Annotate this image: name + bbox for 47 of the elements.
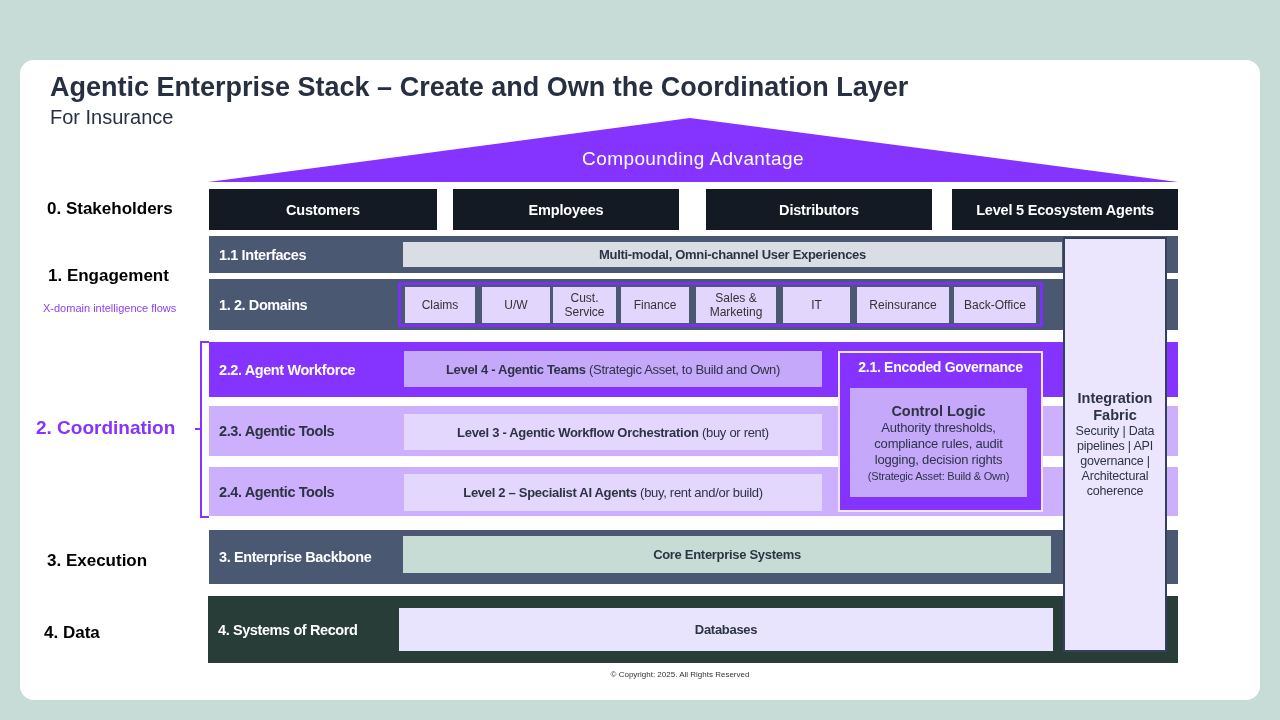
stakeholder-box: Distributors [706,189,932,230]
column-heading: Integration Fabric [1076,390,1154,424]
layer-label: 1. Engagement [48,266,169,286]
column-description: Security | Data pipelines | API governance | Architectural coherence [1074,424,1156,499]
control-logic-box [850,388,1027,497]
domain-box: Sales & Marketing [696,287,776,323]
box-note: (Strategic Asset: Build & Own) [867,468,1010,484]
integration-fabric-column [1063,237,1167,652]
stakeholder-box: Customers [209,189,437,230]
band-label: 2.3. Agentic Tools [219,422,335,440]
box-description: Authority thresholds, compliance rules, audit logging, decision rights [873,419,1004,468]
layer-label: 3. Execution [47,551,148,571]
layer-content-box: Multi-modal, Omni-channel User Experiences [403,242,1062,267]
layer-content-box: Level 2 – Specialist AI Agents (buy, rent and/or build) [404,474,822,511]
domain-box: Finance [621,287,689,323]
domain-box: Claims [405,287,475,323]
layer-band [209,236,1178,273]
layer-label: 2. Coordination [36,416,176,439]
layer-label: 4. Data [44,623,100,643]
panel-title: 2.1. Encoded Governance [858,358,1023,376]
banner-text: Compounding Advantage [582,147,804,171]
domain-box: U/W [482,287,550,323]
page-title: Agentic Enterprise Stack – Create and Own the Coordination Layer [50,71,909,103]
layer-content-box: Level 4 - Agentic Teams (Strategic Asset, to Build and Own) [404,351,822,387]
band-label: 2.2. Agent Workforce [219,361,356,379]
layer-band [208,596,1178,663]
stakeholder-box: Employees [453,189,679,230]
domain-box: Cust. Service [553,287,616,323]
band-label: 1.1 Interfaces [219,246,307,264]
group-frame [398,282,1043,327]
layer-content-box: Level 3 - Agentic Workflow Orchestration (buy or rent) [404,414,822,450]
box-heading: Control Logic [891,401,986,420]
layer-label: 0. Stakeholders [47,199,173,219]
band-label: 2.4. Agentic Tools [219,483,335,501]
stakeholder-box: Level 5 Ecosystem Agents [952,189,1178,230]
domain-box: Reinsurance [857,287,949,323]
domain-box: Back-Office [954,287,1036,323]
band-label: 3. Enterprise Backbone [219,548,372,566]
layer-content-box: Databases [399,608,1053,651]
domain-box: IT [783,287,850,323]
band-label: 4. Systems of Record [218,621,358,639]
layer-content-box: Core Enterprise Systems [403,536,1051,573]
annotation-text: X-domain intelligence flows [43,301,177,315]
band-label: 1. 2. Domains [219,296,308,314]
page-subtitle: For Insurance [50,105,174,129]
copyright-notice: © Copyright: 2025. All Rights Reserved [610,670,750,680]
governance-panel [838,351,1043,512]
